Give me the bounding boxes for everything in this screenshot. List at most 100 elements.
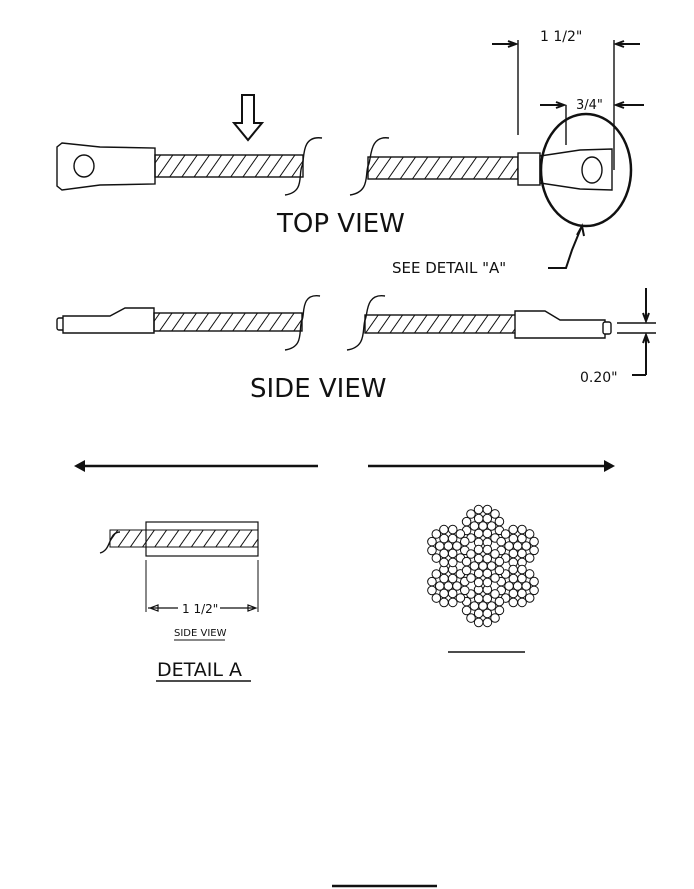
wire xyxy=(482,553,493,564)
wire xyxy=(482,577,493,588)
wire xyxy=(517,524,527,535)
left-eye-hole xyxy=(73,154,95,178)
wire xyxy=(521,541,532,551)
wire xyxy=(524,593,535,603)
detail-a-title: DETAIL A xyxy=(157,659,242,681)
wire xyxy=(447,597,458,608)
wire xyxy=(469,521,480,531)
wire xyxy=(490,573,500,583)
wire xyxy=(461,556,472,567)
wire xyxy=(469,561,480,571)
wire xyxy=(490,613,500,623)
wire xyxy=(490,509,500,519)
side-cable-right xyxy=(364,314,518,334)
wire xyxy=(490,589,500,599)
wire xyxy=(494,605,505,616)
detail-ferrule xyxy=(145,521,259,557)
wire xyxy=(447,548,458,559)
wire xyxy=(486,561,497,571)
wire xyxy=(482,593,493,604)
wire xyxy=(439,524,449,535)
wire xyxy=(508,573,519,584)
wire xyxy=(473,544,484,555)
wire xyxy=(427,545,437,556)
wire xyxy=(517,564,527,575)
wire xyxy=(431,593,442,603)
wire xyxy=(482,617,493,628)
wire xyxy=(494,596,505,607)
wire xyxy=(482,504,493,515)
side-view: 0.20" SIDE VIEW xyxy=(56,288,656,404)
wire xyxy=(434,581,445,591)
wire xyxy=(490,549,500,559)
wire xyxy=(447,524,458,535)
detail-circle xyxy=(539,112,633,228)
cable-right xyxy=(367,156,519,180)
side-cable-left xyxy=(153,312,303,332)
wire xyxy=(524,553,535,563)
detail-a: 1 1/2" SIDE VIEW DETAIL A xyxy=(99,521,259,682)
wire xyxy=(524,569,535,579)
wire xyxy=(439,573,449,584)
right-eye-hole xyxy=(581,156,603,184)
wire xyxy=(439,557,449,568)
wire xyxy=(473,577,484,588)
wire xyxy=(427,585,437,596)
wire xyxy=(473,593,484,604)
wire xyxy=(521,581,532,591)
wire xyxy=(482,513,493,524)
wire xyxy=(517,573,527,584)
wire xyxy=(482,528,493,539)
wire xyxy=(529,576,539,587)
wire xyxy=(473,504,484,515)
wire xyxy=(427,536,437,547)
dim-overall-length: 1 1/2" xyxy=(540,29,582,45)
wire xyxy=(482,608,493,619)
wire xyxy=(447,573,458,584)
wire xyxy=(517,588,527,599)
wire xyxy=(517,533,527,544)
wire xyxy=(494,556,505,567)
down-arrow-icon xyxy=(231,94,265,142)
wire xyxy=(434,541,445,551)
wire xyxy=(427,576,437,587)
top-view: TOP VIEW 1 1/2" 3/4" SEE DETAIL "A" xyxy=(56,29,644,277)
wire xyxy=(431,553,442,563)
wire xyxy=(486,601,497,611)
wire xyxy=(455,593,466,603)
detail-side-view-label: SIDE VIEW xyxy=(174,628,227,639)
left-eye-fitting xyxy=(56,142,156,191)
wire xyxy=(529,536,539,547)
wire xyxy=(466,549,476,559)
wire xyxy=(452,581,462,591)
wire xyxy=(466,573,476,583)
wire xyxy=(447,557,458,568)
right-eye-fitting xyxy=(539,148,613,191)
dim-arrow-left xyxy=(492,40,519,48)
wire xyxy=(461,605,472,616)
wire xyxy=(529,585,539,596)
detail-dim-length: 1 1/2" xyxy=(182,602,218,616)
wire xyxy=(466,613,476,623)
left-side-fitting xyxy=(62,307,155,334)
wire xyxy=(466,509,476,519)
wire xyxy=(447,588,458,599)
wire xyxy=(452,541,462,551)
callout-leader xyxy=(548,227,582,269)
break-line-left xyxy=(284,137,323,196)
side-view-label: SIDE VIEW xyxy=(250,374,386,404)
wire xyxy=(482,544,493,555)
cable-left xyxy=(154,154,304,178)
wire xyxy=(494,565,505,576)
wire xyxy=(473,513,484,524)
wire xyxy=(469,601,480,611)
wire xyxy=(517,597,527,608)
see-detail-callout: SEE DETAIL "A" xyxy=(392,259,506,277)
right-ferrule xyxy=(517,152,541,186)
dim-thickness: 0.20" xyxy=(580,370,618,386)
rope-cross-section xyxy=(427,504,539,628)
wire xyxy=(439,533,449,544)
wire xyxy=(447,533,458,544)
dim-arrow-right xyxy=(613,40,640,48)
